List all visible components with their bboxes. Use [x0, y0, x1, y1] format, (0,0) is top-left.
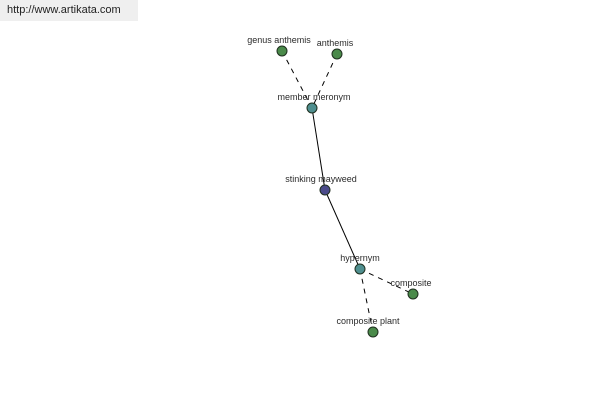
node-marker-composite[interactable]: [407, 288, 419, 300]
node-label-composite: composite: [390, 278, 431, 288]
node-label-anthemis: anthemis: [317, 38, 354, 48]
node-genus-anthemis[interactable]: genus anthemis: [247, 35, 311, 57]
edge-stinking-mayweed-to-hypernym: [324, 189, 361, 270]
node-marker-genus-anthemis[interactable]: [276, 45, 288, 57]
node-anthemis[interactable]: anthemis: [317, 38, 354, 60]
edge-genus-anthemis-to-member-meronym: [281, 50, 313, 109]
source-url[interactable]: http://www.artikata.com: [0, 0, 138, 21]
node-marker-member-meronym[interactable]: [306, 102, 318, 114]
node-marker-hypernym[interactable]: [354, 263, 366, 275]
node-composite-plant[interactable]: composite plant: [336, 316, 400, 338]
node-label-stinking-mayweed: stinking mayweed: [285, 174, 357, 184]
node-hypernym[interactable]: hypernym: [340, 253, 380, 275]
node-label-member-meronym: member meronym: [277, 92, 350, 102]
edge-hypernym-to-composite-plant: [359, 268, 374, 333]
node-composite[interactable]: composite: [390, 278, 432, 300]
node-label-hypernym: hypernym: [340, 253, 380, 263]
node-label-genus-anthemis: genus anthemis: [247, 35, 311, 45]
node-label-composite-plant: composite plant: [336, 316, 400, 326]
edge-member-meronym-to-stinking-mayweed: [311, 107, 326, 191]
node-marker-stinking-mayweed[interactable]: [319, 184, 331, 196]
node-stinking-mayweed[interactable]: stinking mayweed: [285, 174, 357, 196]
node-marker-composite-plant[interactable]: [367, 326, 379, 338]
node-member-meronym[interactable]: member meronym: [277, 92, 351, 114]
node-marker-anthemis[interactable]: [331, 48, 343, 60]
